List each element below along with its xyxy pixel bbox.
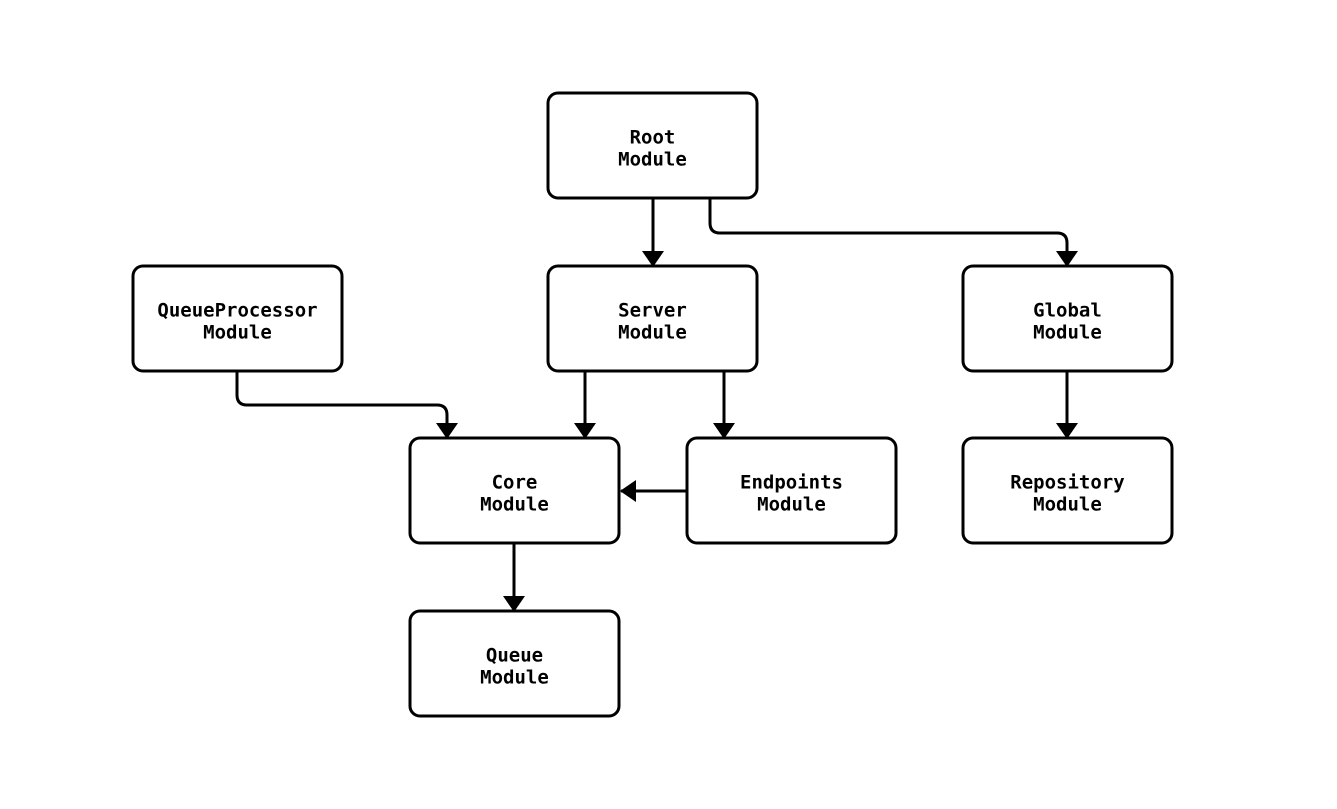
edges-layer — [235, 198, 1078, 612]
node-box-root — [546, 91, 759, 200]
node-box-global — [961, 264, 1174, 373]
node-box-queueprocessor — [131, 264, 344, 373]
node-box-repository — [961, 436, 1174, 545]
node-box-endpoints — [685, 436, 898, 545]
node-box-core — [408, 436, 621, 545]
node-box-server — [546, 264, 759, 373]
edge-root-to-global — [708, 198, 1078, 267]
node-box-queue — [408, 609, 621, 718]
edge-queueprocessor-to-core — [235, 371, 458, 439]
